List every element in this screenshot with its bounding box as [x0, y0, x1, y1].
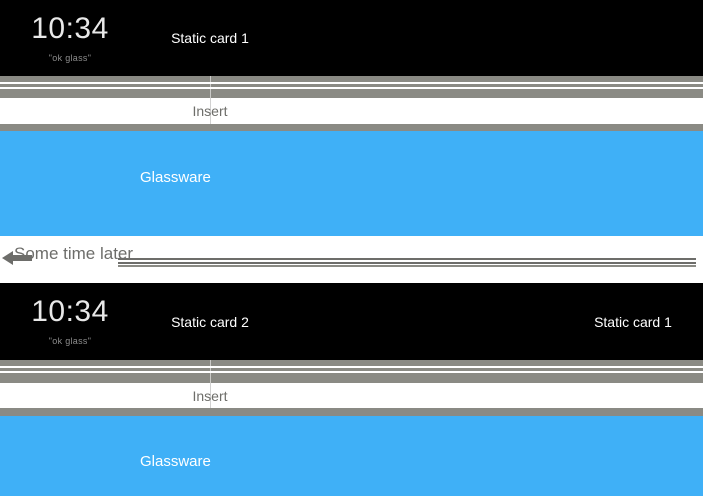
clock-voice-hint: "ok glass": [48, 52, 92, 63]
glassware-label-after[interactable]: Glassware: [140, 452, 211, 470]
insert-band-before: Insert: [0, 98, 703, 124]
insert-band-after: Insert: [0, 383, 703, 408]
timeline-card-static-card-1-before[interactable]: Static card 1: [171, 30, 249, 46]
glassware-band-after: Glassware: [0, 416, 703, 496]
transition-rule: [118, 254, 696, 267]
glassware-label-before[interactable]: Glassware: [140, 168, 211, 186]
card-divider: [210, 76, 211, 98]
clock-time: 10:34: [31, 11, 109, 45]
arrow-left-icon: [2, 250, 32, 266]
card-divider: [210, 360, 211, 383]
timeline-band-grey-lower-before: [0, 124, 703, 131]
insert-marker: [210, 98, 211, 124]
glassware-band-before: Glassware: [0, 131, 703, 236]
insert-marker: [210, 383, 211, 408]
insert-label-after[interactable]: Insert: [192, 387, 228, 404]
timeline-row-after: 10:34 "ok glass" Static card 2 Static ca…: [0, 283, 703, 360]
timeline-band-grey-lower-after: [0, 408, 703, 416]
timeline-row-before: 10:34 "ok glass" Static card 1: [0, 0, 703, 76]
timeline-card-static-card-1-after[interactable]: Static card 1: [594, 313, 672, 330]
glass-clock-after: 10:34 "ok glass": [0, 283, 140, 360]
clock-time: 10:34: [31, 295, 109, 328]
transition-label: Some time later: [14, 244, 134, 263]
band-hairline: [0, 366, 703, 368]
grey-stub: [0, 124, 100, 128]
band-hairline: [0, 87, 703, 89]
clock-voice-hint: "ok glass": [48, 336, 92, 346]
band-hairline: [0, 371, 703, 373]
band-hairline: [0, 82, 703, 84]
glass-clock-before: 10:34 "ok glass": [0, 0, 140, 76]
timeline-card-static-card-2-after[interactable]: Static card 2: [171, 313, 249, 330]
transition-row: Some time later: [0, 236, 703, 282]
insert-label-before[interactable]: Insert: [192, 103, 228, 119]
grey-stub: [0, 408, 140, 413]
